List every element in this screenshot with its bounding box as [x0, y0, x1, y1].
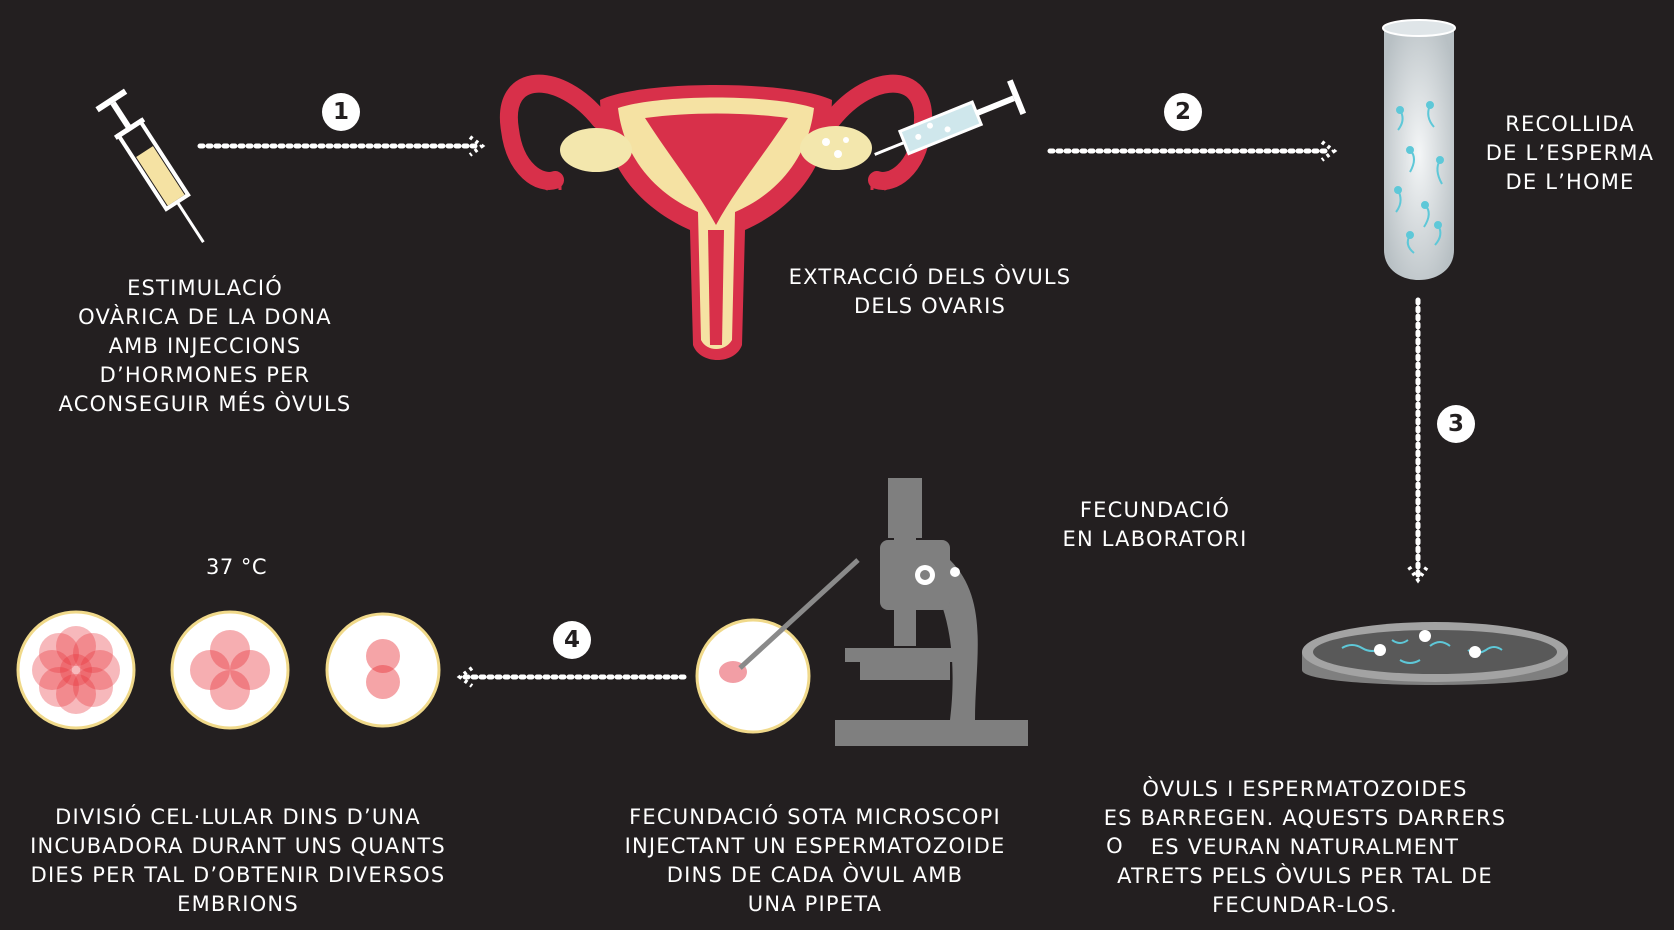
- step-2-badge: 2: [1164, 93, 1202, 131]
- egg-pipette-icon: [697, 560, 858, 732]
- extraction-syringe-icon: [868, 79, 1026, 171]
- microscope-icon: [835, 478, 1028, 746]
- arrow-step-1: [200, 137, 482, 155]
- step-4-caption: ÒVULS I ESPERMATOZOIDES ES BARREGEN. AQU…: [1055, 775, 1555, 920]
- arrow-step-2: [1050, 142, 1334, 160]
- temperature-label: 37 °C: [206, 555, 267, 579]
- step-1-caption: ESTIMULACIÓ OVÀRICA DE LA DONA AMB INJEC…: [20, 274, 390, 419]
- embryo-2-cell: [327, 614, 439, 726]
- arrow-step-4: [460, 668, 684, 686]
- step-2-caption: EXTRACCIÓ DELS ÒVULS DELS OVARIS: [740, 263, 1120, 321]
- or-label: O: [1100, 832, 1130, 861]
- arrow-step-3: [1409, 300, 1427, 580]
- step-3-badge: 3: [1437, 405, 1475, 443]
- microscope-caption: FECUNDACIÓ SOTA MICROSCOPI INJECTANT UN …: [580, 803, 1050, 919]
- step-3-caption: RECOLLIDA DE L’ESPERMA DE L’HOME: [1470, 110, 1670, 197]
- cell-division-caption: DIVISIÓ CEL·LULAR DINS D’UNA INCUBADORA …: [0, 803, 476, 919]
- hormone-syringe-icon: [95, 89, 217, 252]
- step-1-badge: 1: [322, 93, 360, 131]
- step-4-badge: 4: [553, 621, 591, 659]
- embryo-morula: [18, 612, 134, 728]
- test-tube-icon: [1383, 20, 1455, 280]
- embryo-4-cell: [172, 612, 288, 728]
- petri-dish-icon: [1302, 622, 1568, 685]
- lab-fertilization-label: FECUNDACIÓ EN LABORATORI: [1030, 496, 1280, 554]
